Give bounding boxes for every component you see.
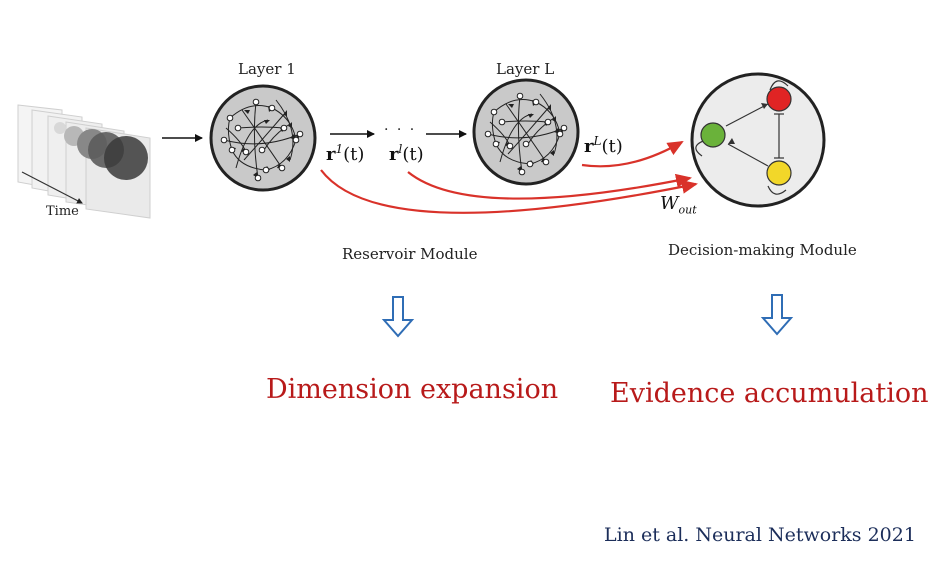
- down-arrow-reservoir: [381, 296, 415, 338]
- decision-node-red: [766, 86, 792, 112]
- readout-arrow-L: [581, 141, 684, 168]
- down-arrow-decision: [760, 294, 794, 336]
- readout-arrow-1: [320, 169, 698, 214]
- evidence-accumulation-label: Evidence accumulation: [610, 378, 929, 409]
- layer-L-label: Layer L: [496, 60, 555, 78]
- time-label: Time: [46, 204, 79, 219]
- decision-module: [690, 72, 826, 208]
- input-frames: [17, 104, 151, 219]
- decision-node-yellow: [766, 160, 792, 186]
- rL-label: rL(t): [584, 134, 623, 157]
- dimension-expansion-label: Dimension expansion: [266, 374, 559, 405]
- rl-label: rl(t): [389, 142, 424, 165]
- ellipsis: . . .: [384, 118, 417, 134]
- decision-node-green: [700, 122, 726, 148]
- time-axis-arrow: [21, 171, 83, 204]
- reservoir-layer-1: [209, 84, 317, 192]
- reservoir-layer-L: [472, 78, 580, 186]
- readout-arrow-l: [407, 171, 692, 200]
- citation: Lin et al. Neural Networks 2021: [604, 524, 916, 546]
- reservoir-module-label: Reservoir Module: [342, 245, 478, 263]
- layer-1-label: Layer 1: [238, 60, 296, 78]
- decision-module-label: Decision-making Module: [668, 241, 857, 259]
- r1-label: r1(t): [326, 142, 365, 165]
- w-out-label: Wout: [660, 193, 697, 217]
